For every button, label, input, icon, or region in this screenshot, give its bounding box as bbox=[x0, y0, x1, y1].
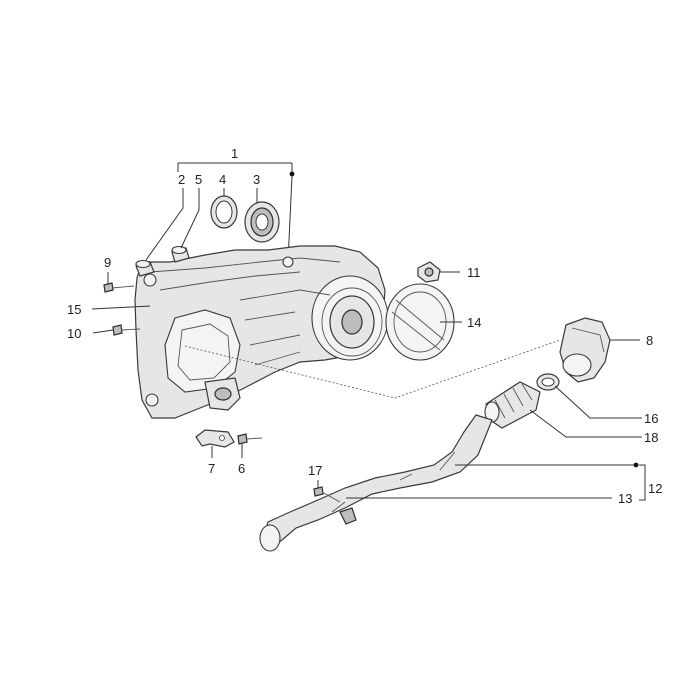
screw-9 bbox=[103, 272, 135, 293]
screw-6 bbox=[237, 433, 263, 445]
callout-15: 15 bbox=[67, 302, 81, 317]
callout-14: 14 bbox=[467, 315, 481, 330]
callout-17: 17 bbox=[308, 463, 322, 478]
callout-3: 3 bbox=[253, 172, 260, 187]
callout-18: 18 bbox=[644, 430, 658, 445]
bracket-7 bbox=[195, 429, 235, 448]
callout-9: 9 bbox=[104, 255, 111, 270]
leader-lines bbox=[91, 188, 646, 501]
callout-11: 11 bbox=[467, 265, 481, 280]
cap-11 bbox=[417, 261, 441, 283]
callout-12: 12 bbox=[648, 481, 662, 496]
callout-2: 2 bbox=[178, 172, 185, 187]
callout-10: 10 bbox=[67, 326, 81, 341]
callout-labels: 1 2 5 4 3 9 15 10 11 14 8 16 18 7 6 17 1… bbox=[67, 146, 662, 506]
callout-8: 8 bbox=[646, 333, 653, 348]
hose-clamp-16 bbox=[536, 373, 560, 391]
dowel-pin-5 bbox=[171, 245, 190, 263]
dowel-pin-2 bbox=[135, 259, 155, 277]
callout-1: 1 bbox=[231, 146, 238, 161]
transmission-cover bbox=[134, 245, 389, 419]
intake-hose-12 bbox=[259, 414, 493, 552]
air-duct-8 bbox=[559, 317, 611, 383]
screw-10 bbox=[112, 324, 141, 336]
callout-16: 16 bbox=[644, 411, 658, 426]
callout-7: 7 bbox=[208, 461, 215, 476]
callout-4: 4 bbox=[219, 172, 226, 187]
callout-5: 5 bbox=[195, 172, 202, 187]
bearing-3 bbox=[244, 201, 280, 243]
screw-17 bbox=[313, 480, 341, 503]
seal-ring-4 bbox=[210, 195, 238, 229]
bellows-18 bbox=[484, 381, 541, 429]
callout-6: 6 bbox=[238, 461, 245, 476]
callout-13: 13 bbox=[618, 491, 632, 506]
